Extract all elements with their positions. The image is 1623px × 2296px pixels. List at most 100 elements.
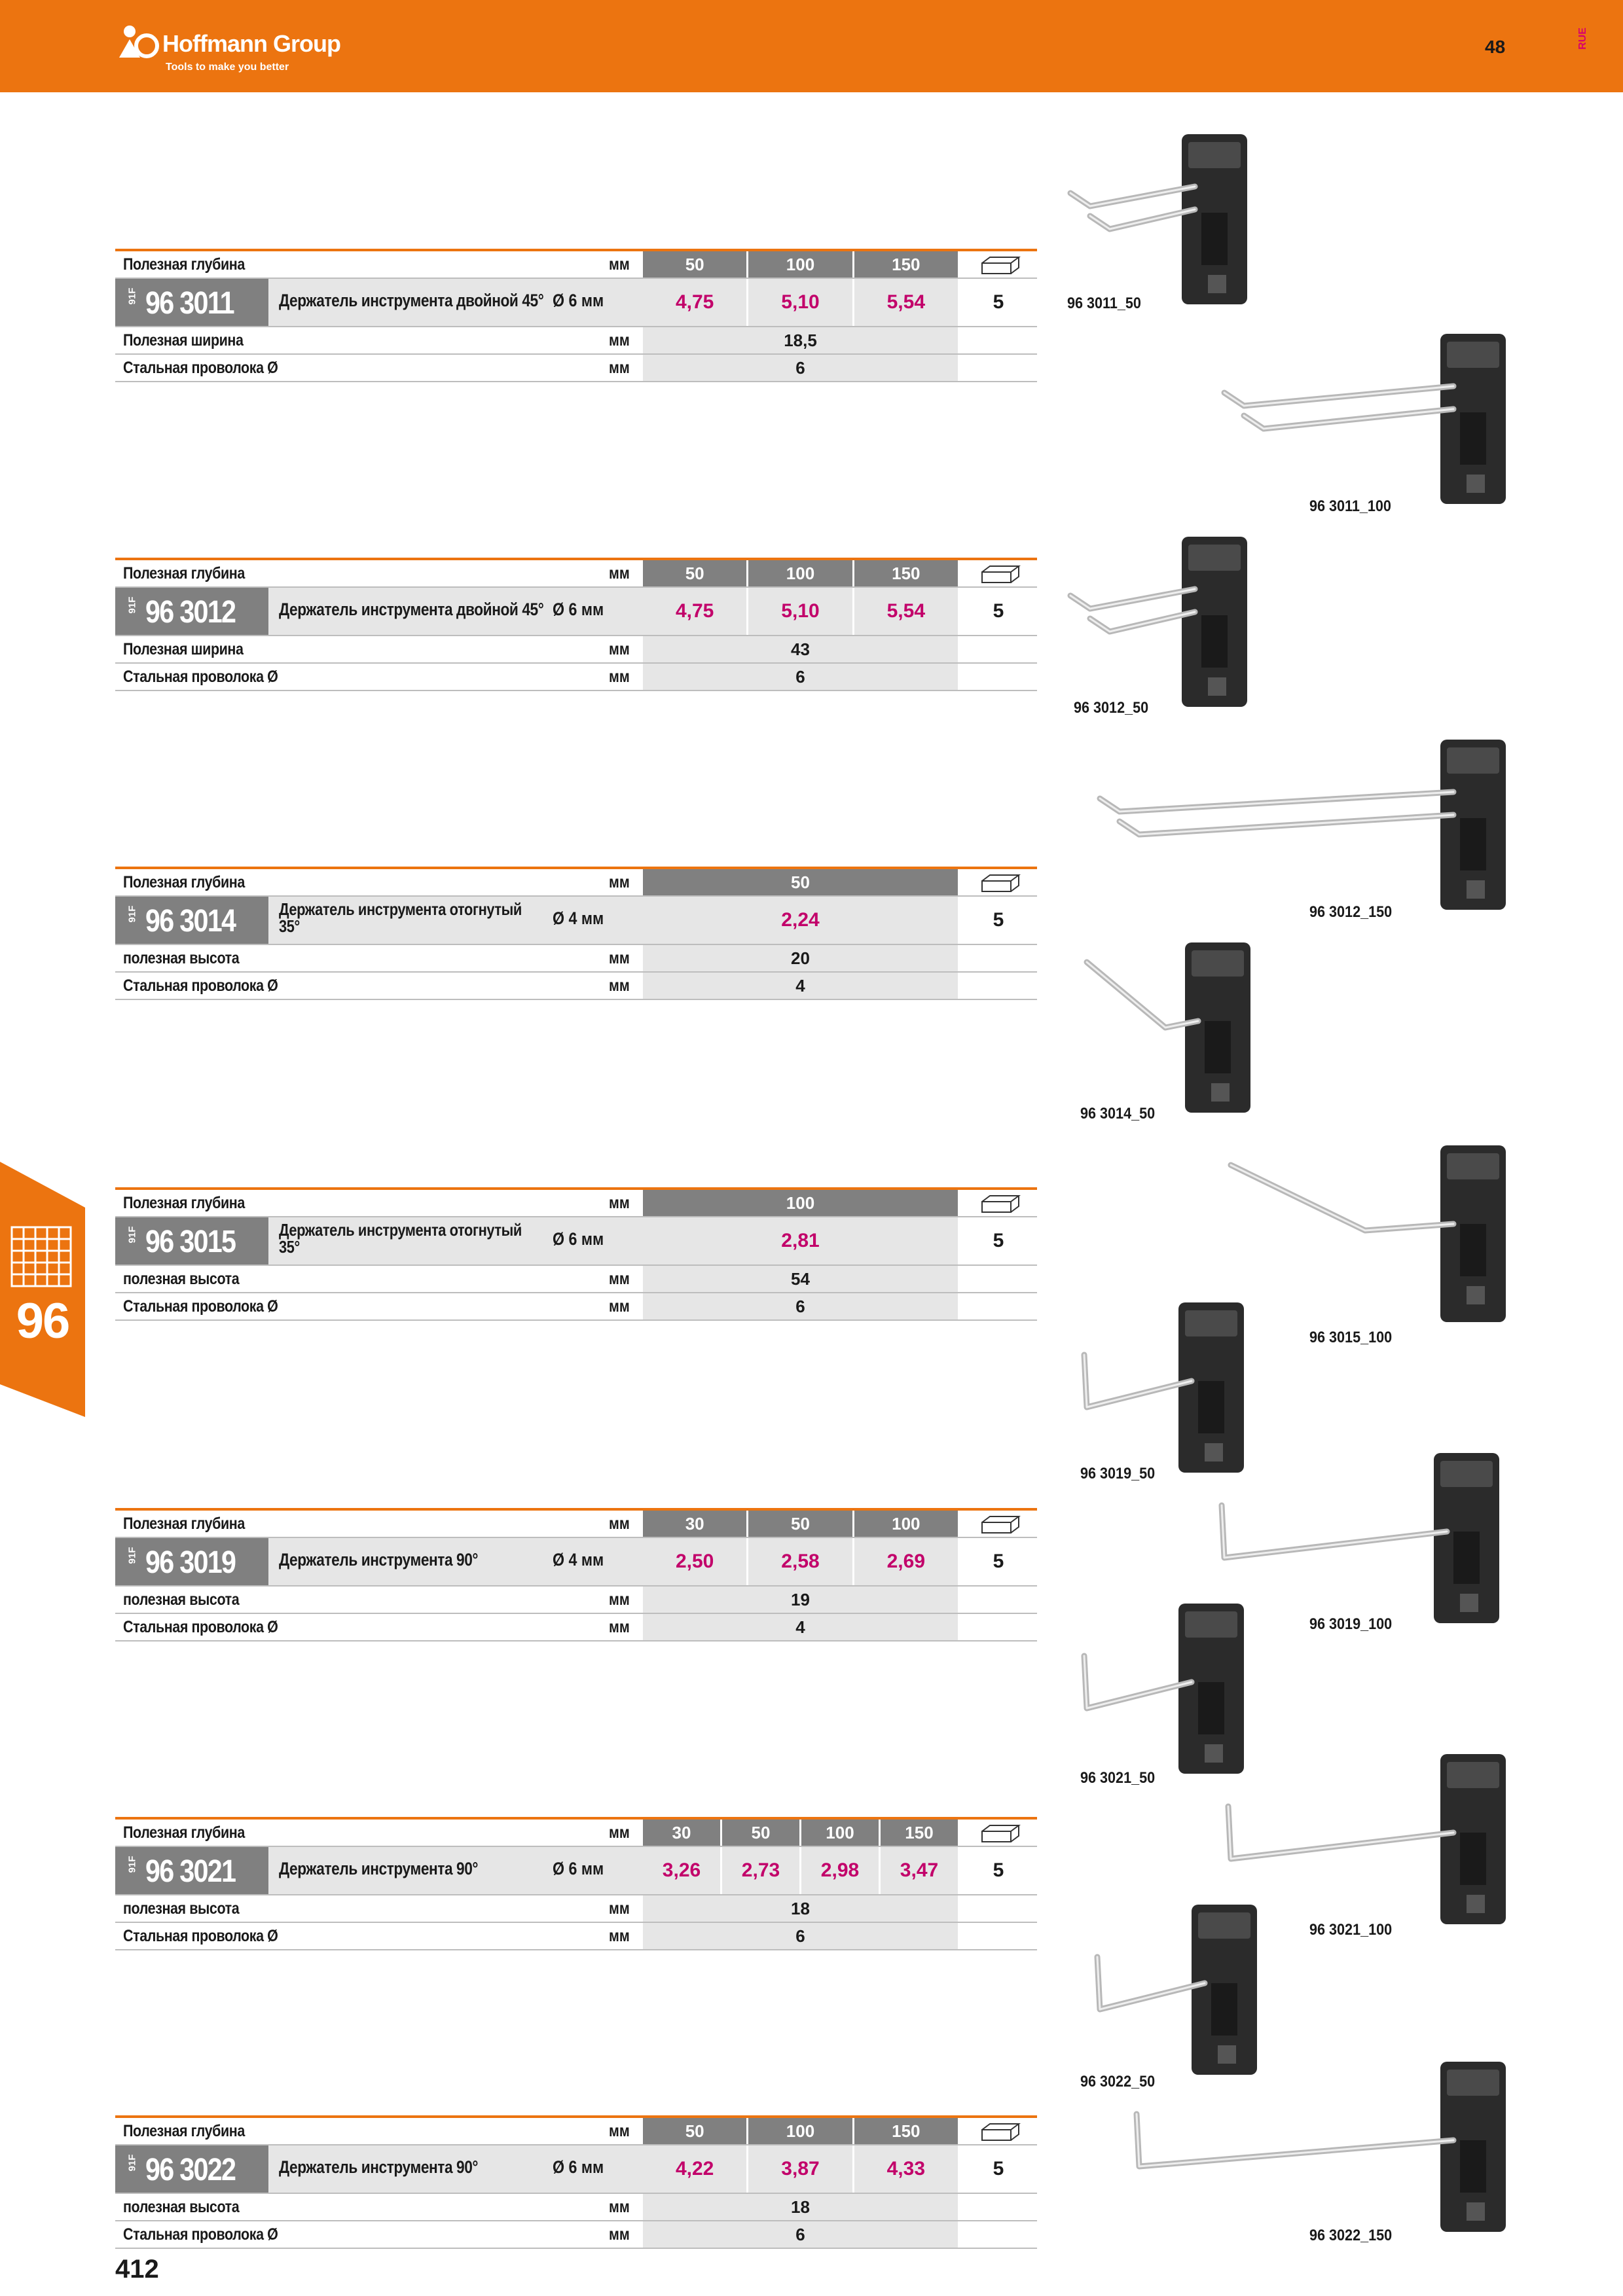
product-image — [1218, 1139, 1512, 1338]
depth-label: Полезная глубина — [123, 1515, 245, 1533]
spec-value: 19 — [643, 1587, 960, 1613]
spec-label: Полезная ширина — [123, 331, 244, 350]
logo-mark-icon — [119, 26, 159, 58]
package-icon — [960, 1820, 1037, 1846]
spec-unit: мм — [609, 1927, 630, 1945]
product-description: Держатель инструмента 90° — [279, 1550, 479, 1570]
catalog-page-number: 48 — [1485, 37, 1506, 57]
depth-label: Полезная глубина — [123, 2122, 245, 2140]
image-caption: 96 3012_50 — [1074, 699, 1149, 717]
pack-empty — [960, 1895, 1037, 1922]
pack-empty — [960, 945, 1037, 971]
depth-value: 150 — [854, 251, 960, 278]
spec-value: 4 — [643, 973, 960, 999]
spec-unit: мм — [609, 1590, 630, 1609]
product-description: Держатель инструмента двойной 45° — [279, 600, 544, 619]
pack-empty — [960, 973, 1037, 999]
page-number: 412 — [115, 2255, 159, 2284]
spec-unit: мм — [609, 331, 630, 350]
wire-diameter: Ø 6 мм — [553, 291, 604, 310]
package-icon — [960, 2118, 1037, 2144]
depth-value: 50 — [643, 869, 960, 895]
spec-label: полезная высота — [123, 1270, 240, 1288]
spec-unit: мм — [609, 2198, 630, 2216]
product-description: Держатель инструмента двойной 45° — [279, 291, 544, 310]
image-caption: 96 3015_100 — [1309, 1329, 1393, 1346]
price-value: 4,75 — [643, 279, 749, 326]
price-value: 2,24 — [643, 897, 960, 944]
image-caption: 96 3022_50 — [1080, 2073, 1156, 2090]
image-caption: 96 3022_150 — [1309, 2227, 1393, 2244]
package-icon — [960, 1190, 1037, 1216]
article-code: 96 3019 — [145, 1545, 236, 1580]
article-code: 96 3014 — [145, 904, 236, 939]
price-value: 3,47 — [881, 1847, 960, 1894]
product-image — [1080, 1898, 1264, 2091]
spec-unit: мм — [609, 949, 630, 967]
price-value: 4,22 — [643, 2145, 749, 2193]
product-image — [1211, 327, 1512, 520]
depth-value: 30 — [643, 1820, 722, 1846]
product-image — [1211, 1748, 1512, 1941]
package-icon — [960, 869, 1037, 895]
article-code: 96 3012 — [145, 595, 236, 630]
pack-empty — [960, 1614, 1037, 1640]
depth-value: 50 — [643, 560, 749, 586]
product-image — [1057, 530, 1254, 723]
pack-quantity: 5 — [960, 2145, 1037, 2193]
depth-label: Полезная глубина — [123, 564, 245, 583]
product-image — [1074, 936, 1257, 1129]
pack-quantity: 5 — [960, 279, 1037, 326]
depth-value: 50 — [722, 1820, 801, 1846]
product-description: Держатель инструмента отогнутый 35° — [279, 1220, 522, 1257]
depth-value: 30 — [643, 1511, 749, 1537]
spec-value: 18 — [643, 2194, 960, 2220]
spec-label: Стальная проволока Ø — [123, 1297, 278, 1316]
pack-empty — [960, 636, 1037, 662]
depth-value: 50 — [643, 251, 749, 278]
code-prefix: 91F — [126, 1856, 138, 1873]
pack-empty — [960, 1266, 1037, 1292]
image-caption: 96 3019_50 — [1080, 1465, 1156, 1482]
spec-label: Стальная проволока Ø — [123, 1618, 278, 1636]
code-prefix: 91F — [126, 1226, 138, 1244]
spec-unit: мм — [609, 359, 630, 377]
depth-value: 50 — [748, 1511, 854, 1537]
pack-quantity: 5 — [960, 1217, 1037, 1265]
product-image — [1057, 128, 1254, 321]
spec-value: 6 — [643, 1923, 960, 1949]
hoffmann-logo[interactable]: Hoffmann Group Tools to make you better — [117, 24, 341, 73]
code-prefix: 91F — [126, 287, 138, 305]
brand-name: Hoffmann Group — [162, 30, 341, 57]
depth-value: 100 — [748, 251, 854, 278]
price-value: 2,58 — [748, 1538, 854, 1585]
wire-diameter: Ø 4 мм — [553, 908, 604, 928]
depth-value: 100 — [854, 1511, 960, 1537]
product-image — [1087, 733, 1512, 926]
product-description: Держатель инструмента 90° — [279, 1859, 479, 1878]
spec-unit: мм — [609, 640, 630, 658]
image-caption: 96 3011_100 — [1309, 497, 1391, 515]
spec-label: полезная высота — [123, 2198, 240, 2216]
